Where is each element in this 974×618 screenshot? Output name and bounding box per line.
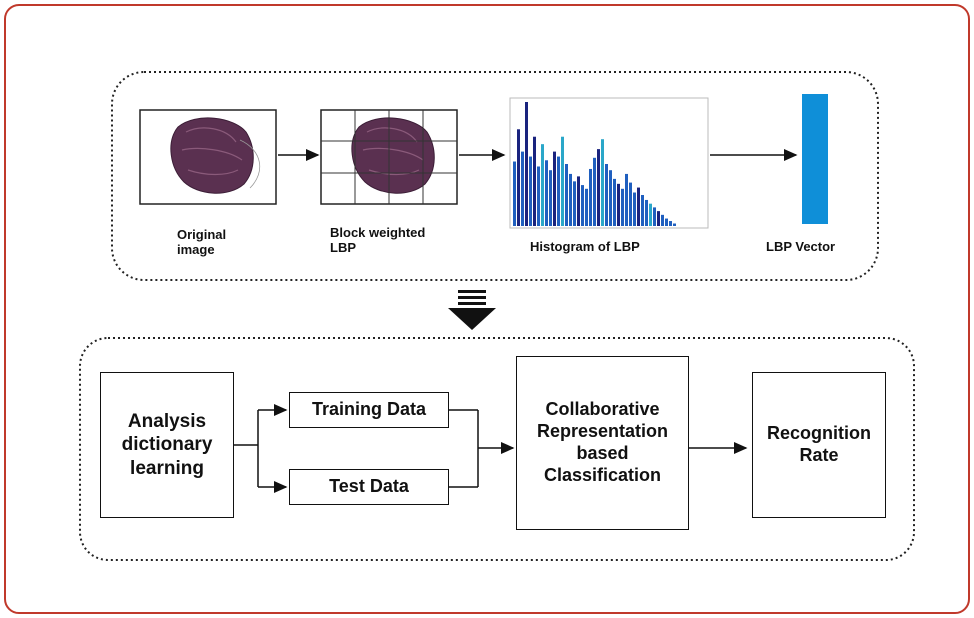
histogram-bar [669, 221, 672, 226]
original-image-label: Original image [177, 227, 227, 257]
histogram-bar [593, 157, 596, 226]
histogram-bar [549, 170, 552, 226]
original-image-panel [139, 109, 277, 205]
histogram-bar [537, 166, 540, 226]
histogram-bar [513, 161, 516, 226]
histogram-bar [621, 188, 624, 226]
lbp-vector-bar [802, 94, 828, 224]
lbp-vector-label: LBP Vector [766, 239, 836, 254]
histogram-bar [553, 151, 556, 226]
histogram-bar [597, 149, 600, 226]
histogram-bar [673, 223, 676, 226]
histogram-bar [601, 139, 604, 226]
test-data-box: Test Data [289, 469, 449, 505]
block-weighted-lbp-label: Block weighted LBP [330, 225, 426, 255]
block-weighted-lbp-panel [320, 109, 458, 205]
histogram-bar [649, 203, 652, 226]
histogram-bar [641, 195, 644, 226]
histogram-bar [585, 188, 588, 226]
histogram-bar [521, 151, 524, 226]
histogram-bar [605, 164, 608, 226]
tissue-sample-grid-image [351, 117, 435, 194]
down-arrow-icon [448, 290, 496, 330]
training-data-box: Training Data [289, 392, 449, 428]
histogram-bar [657, 211, 660, 226]
histogram-bar [625, 173, 628, 226]
tissue-sample-image [170, 117, 254, 194]
histogram-bar [665, 218, 668, 226]
crc-box: Collaborative Representation based Class… [516, 356, 689, 530]
histogram-bar [525, 102, 528, 226]
bottom-stage-container [79, 337, 915, 561]
histogram-bar [565, 164, 568, 226]
recognition-rate-box: Recognition Rate [752, 372, 886, 518]
histogram-bar [589, 168, 592, 226]
histogram-bar [573, 181, 576, 226]
histogram-bar [533, 136, 536, 226]
histogram-bar [637, 187, 640, 226]
histogram-bar [653, 207, 656, 226]
histogram-bar [561, 136, 564, 226]
histogram-bar [633, 192, 636, 226]
histogram-bar [629, 182, 632, 226]
histogram-bar [517, 129, 520, 226]
histogram-label: Histogram of LBP [530, 239, 640, 254]
histogram-bar [529, 156, 532, 226]
histogram-bar [541, 144, 544, 226]
histogram-bar [545, 160, 548, 226]
histogram-bar [613, 178, 616, 226]
analysis-dictionary-learning-box: Analysis dictionary learning [100, 372, 234, 518]
histogram-bar [645, 199, 648, 226]
histogram-bar [581, 185, 584, 226]
histogram-bar [617, 183, 620, 226]
histogram-bars [513, 102, 676, 226]
block-grid [321, 110, 457, 204]
bottom-connectors [234, 404, 748, 493]
histogram-bar [569, 173, 572, 226]
histogram-panel [509, 97, 709, 229]
histogram-bar [609, 170, 612, 226]
histogram-bar [577, 176, 580, 226]
top-stage-container [111, 71, 879, 281]
histogram-bar [557, 156, 560, 226]
histogram-bar [661, 214, 664, 226]
